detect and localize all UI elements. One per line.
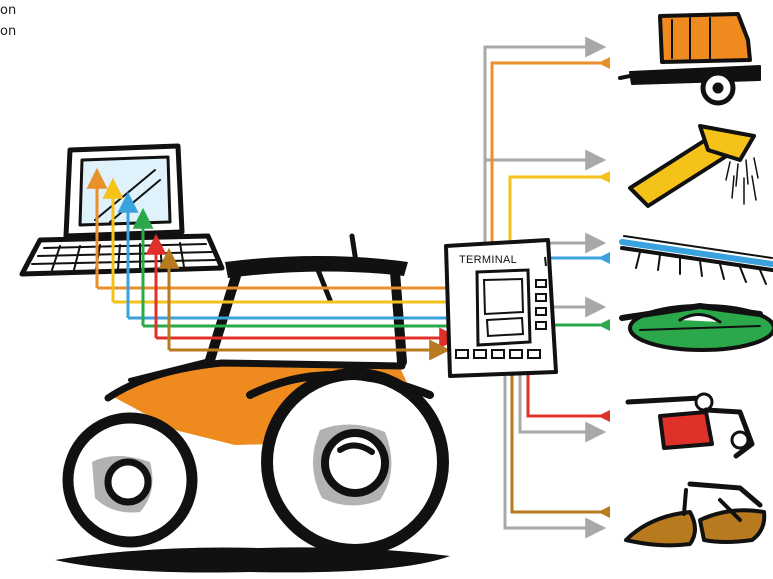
fertilizer-spreader-icon <box>630 126 758 206</box>
computer-icon <box>22 146 222 274</box>
implement-arrowheads <box>598 57 610 518</box>
mower-icon <box>622 306 773 350</box>
terminal: TERMINAL <box>446 240 556 376</box>
plough-icon <box>626 484 764 545</box>
sprayer-icon <box>622 236 772 284</box>
terminal-label: TERMINAL <box>459 254 517 266</box>
baler-icon <box>620 14 760 103</box>
seeder-icon <box>628 394 752 456</box>
